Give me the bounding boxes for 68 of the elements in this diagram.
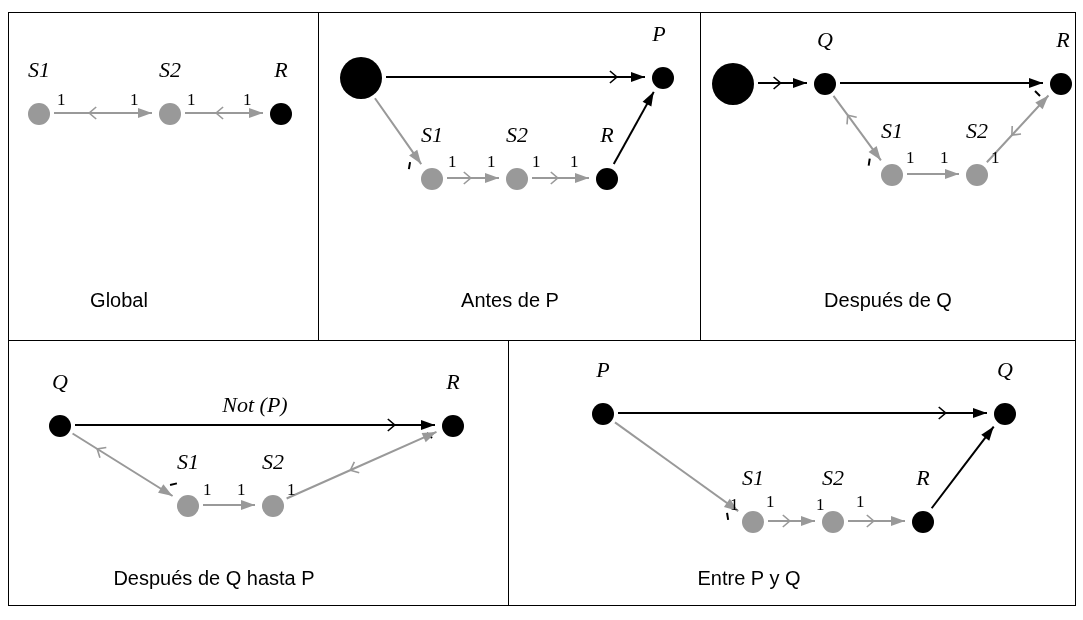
panel-title: Entre P y Q bbox=[697, 567, 801, 590]
multiplicity-label: 1 bbox=[448, 153, 457, 171]
panel bbox=[8, 12, 319, 341]
arrow bbox=[53, 106, 153, 120]
arrow bbox=[531, 171, 590, 185]
arrow bbox=[906, 169, 960, 179]
node-label: S1 bbox=[28, 58, 50, 82]
multiplicity-label: 1 bbox=[766, 493, 775, 511]
arrow bbox=[614, 421, 740, 513]
multiplicity-label: 1 bbox=[287, 481, 296, 499]
multiplicity-label: 1 bbox=[57, 91, 66, 109]
node-label: Q bbox=[997, 358, 1013, 382]
multiplicity-label: 1 bbox=[991, 149, 1000, 167]
arrow bbox=[202, 500, 256, 510]
arrow bbox=[446, 171, 500, 185]
multiplicity-label: 1 bbox=[730, 496, 739, 514]
panel-title: Antes de P bbox=[461, 289, 559, 312]
multiplicity-label: 1 bbox=[570, 153, 579, 171]
multiplicity-label: 1 bbox=[816, 496, 825, 514]
node-label: R bbox=[600, 123, 614, 147]
node-label: S2 bbox=[262, 450, 284, 474]
arrow bbox=[373, 97, 423, 166]
node-label: S1 bbox=[881, 119, 903, 143]
arrow bbox=[612, 90, 655, 165]
multiplicity-label: 1 bbox=[487, 153, 496, 171]
arrow bbox=[71, 432, 174, 497]
arrow bbox=[847, 514, 906, 528]
panel-title: Después de Q bbox=[824, 289, 952, 312]
panel-title: Global bbox=[90, 289, 148, 312]
arrow bbox=[385, 70, 646, 84]
node-label: S2 bbox=[822, 466, 844, 490]
arrow bbox=[617, 406, 988, 420]
arrow bbox=[184, 106, 264, 120]
node-label: S2 bbox=[966, 119, 988, 143]
node-label: R bbox=[916, 466, 930, 490]
panel bbox=[508, 340, 1076, 606]
arrow bbox=[839, 78, 1044, 88]
node-label: S1 bbox=[177, 450, 199, 474]
arrow bbox=[985, 94, 1050, 164]
multiplicity-label: 1 bbox=[203, 481, 212, 499]
multiplicity-label: 1 bbox=[237, 481, 246, 499]
multiplicity-label: 1 bbox=[532, 153, 541, 171]
node-label: P bbox=[652, 22, 666, 46]
panel-title: Después de Q hasta P bbox=[113, 567, 315, 590]
panel bbox=[700, 12, 1076, 341]
panel bbox=[8, 340, 509, 606]
node-label: R bbox=[274, 58, 288, 82]
multiplicity-label: 1 bbox=[187, 91, 196, 109]
arrow bbox=[757, 76, 808, 90]
node-label: S1 bbox=[421, 123, 443, 147]
multiplicity-label: 1 bbox=[130, 91, 139, 109]
node-label: Q bbox=[52, 370, 68, 394]
node-label: S2 bbox=[506, 123, 528, 147]
arrow bbox=[767, 514, 816, 528]
multiplicity-label: 1 bbox=[856, 493, 865, 511]
node-label: R bbox=[1056, 28, 1070, 52]
arrow bbox=[832, 94, 882, 162]
arrow bbox=[74, 418, 436, 432]
arrow bbox=[930, 425, 995, 510]
multiplicity-label: 1 bbox=[243, 91, 252, 109]
node-label: P bbox=[596, 358, 610, 382]
node-label: S2 bbox=[159, 58, 181, 82]
node-label: R bbox=[446, 370, 460, 394]
multiplicity-label: 1 bbox=[940, 149, 949, 167]
node-label: S1 bbox=[742, 466, 764, 490]
multiplicity-label: 1 bbox=[906, 149, 915, 167]
node-label: Q bbox=[817, 28, 833, 52]
arrow bbox=[285, 430, 438, 500]
